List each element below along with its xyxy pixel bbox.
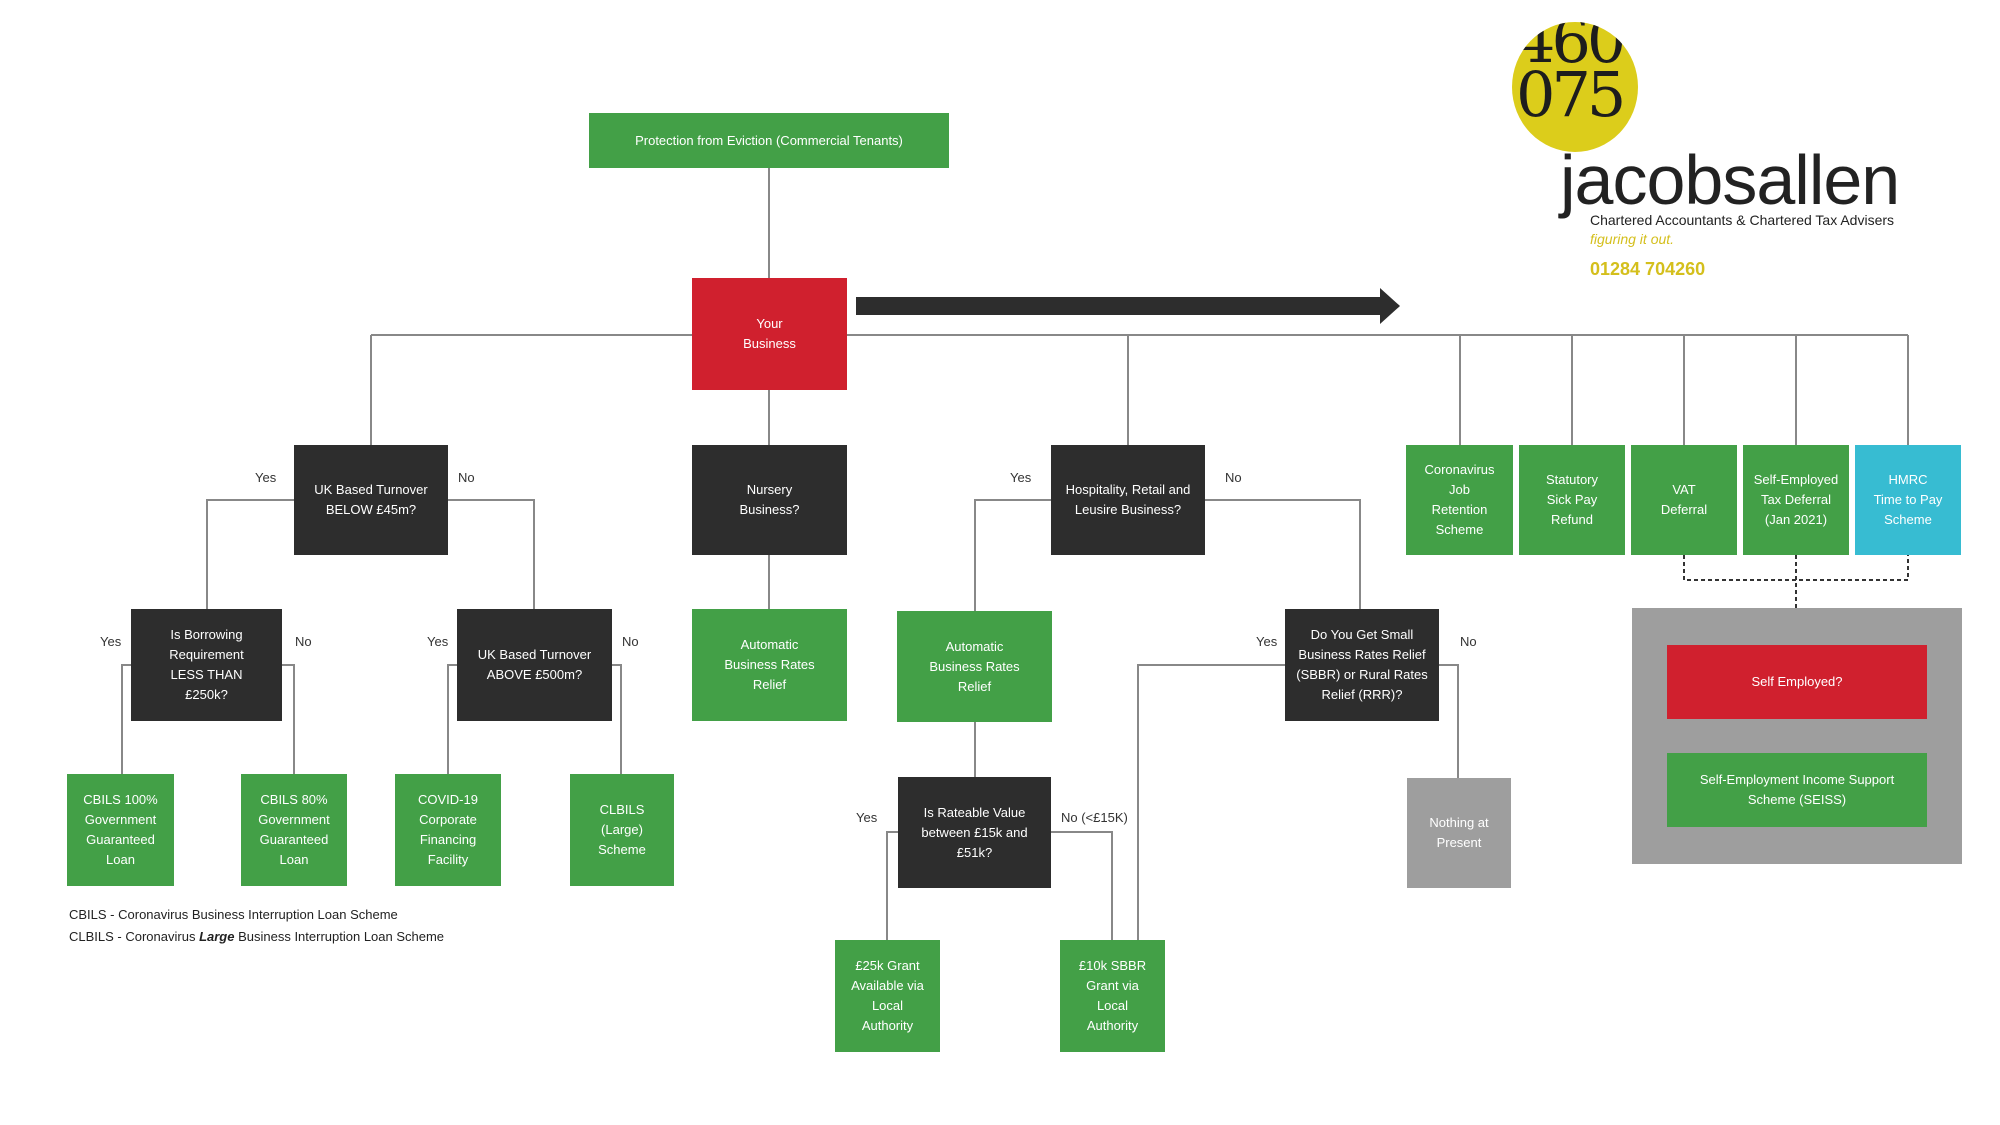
no-lt-15k-label: No (<£15K) bbox=[1061, 810, 1128, 825]
ssp-refund-box: Statutory Sick Pay Refund bbox=[1519, 445, 1625, 555]
yes-label: Yes bbox=[255, 470, 277, 485]
clbils-box: CLBILS (Large) Scheme bbox=[570, 774, 674, 886]
seiss-box: Self-Employment Income Support Scheme (S… bbox=[1667, 753, 1927, 827]
abrr-hospitality-box: Automatic Business Rates Relief bbox=[897, 611, 1052, 722]
cbils-80-box: CBILS 80% Government Guaranteed Loan bbox=[241, 774, 347, 886]
no-label: No bbox=[1460, 634, 1477, 649]
brand-subtitle: Chartered Accountants & Chartered Tax Ad… bbox=[1590, 212, 1895, 228]
hospitality-retail-box: Hospitality, Retail and Leusire Business… bbox=[1051, 445, 1205, 555]
cjrs-box: Coronavirus Job Retention Scheme bbox=[1406, 445, 1513, 555]
sbbr-question-box: Do You Get Small Business Rates Relief (… bbox=[1285, 609, 1439, 721]
borrowing-requirement-box: Is Borrowing Requirement LESS THAN £250k… bbox=[131, 609, 282, 721]
brand-phone: 01284 704260 bbox=[1590, 259, 1706, 279]
eviction-protection-box: Protection from Eviction (Commercial Ten… bbox=[589, 113, 949, 168]
your-business-box: Your Business bbox=[692, 278, 847, 390]
self-employed-question-box: Self Employed? bbox=[1667, 645, 1927, 719]
logo-mark: 460 075 bbox=[1512, 22, 1638, 152]
no-label: No bbox=[458, 470, 475, 485]
brand-tagline: figuring it out. bbox=[1590, 231, 1675, 247]
nursery-business-box: Nursery Business? bbox=[692, 445, 847, 555]
abrr-nursery-box: Automatic Business Rates Relief bbox=[692, 609, 847, 721]
cbils-definition: CBILS - Coronavirus Business Interruptio… bbox=[69, 907, 398, 922]
hmrc-time-to-pay-box: HMRC Time to Pay Scheme bbox=[1855, 445, 1961, 555]
nothing-at-present-box: Nothing at Present bbox=[1407, 778, 1511, 888]
yes-label: Yes bbox=[100, 634, 122, 649]
rateable-value-box: Is Rateable Value between £15k and £51k? bbox=[898, 777, 1051, 888]
grant-25k-box: £25k Grant Available via Local Authority bbox=[835, 940, 940, 1052]
uk-turnover-below-box: UK Based Turnover BELOW £45m? bbox=[294, 445, 448, 555]
no-label: No bbox=[622, 634, 639, 649]
vat-deferral-box: VAT Deferral bbox=[1631, 445, 1737, 555]
se-tax-deferral-box: Self-Employed Tax Deferral (Jan 2021) bbox=[1743, 445, 1849, 555]
clbils-definition-suffix: Business Interruption Loan Scheme bbox=[234, 929, 445, 944]
cbils-definition-text: CBILS - Coronavirus Business Interruptio… bbox=[69, 907, 398, 922]
covid-ccff-box: COVID-19 Corporate Financing Facility bbox=[395, 774, 501, 886]
yes-label: Yes bbox=[427, 634, 449, 649]
yes-label: Yes bbox=[1256, 634, 1278, 649]
grant-10k-box: £10k SBBR Grant via Local Authority bbox=[1060, 940, 1165, 1052]
clbils-definition-prefix: CLBILS - Coronavirus bbox=[69, 929, 200, 944]
no-label: No bbox=[1225, 470, 1242, 485]
yes-label: Yes bbox=[856, 810, 878, 825]
cbils-100-box: CBILS 100% Government Guaranteed Loan bbox=[67, 774, 174, 886]
uk-turnover-above-box: UK Based Turnover ABOVE £500m? bbox=[457, 609, 612, 721]
no-label: No bbox=[295, 634, 312, 649]
clbils-definition: CLBILS - Coronavirus Large Business Inte… bbox=[69, 929, 444, 944]
logo-digits: 460 075 bbox=[1516, 22, 1626, 131]
clbils-large-word: Large bbox=[199, 929, 235, 944]
brand-name: jacobsallen bbox=[1560, 141, 1900, 219]
yes-label: Yes bbox=[1010, 470, 1032, 485]
